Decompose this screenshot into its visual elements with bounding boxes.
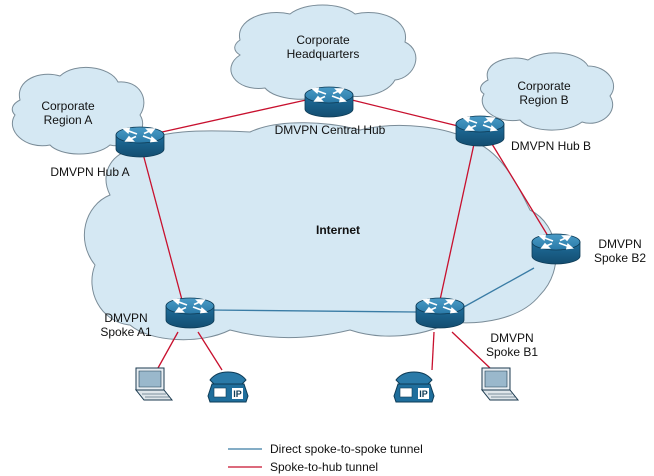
link-huba-spokea1 bbox=[141, 149, 183, 301]
link-central-hubb bbox=[351, 99, 459, 127]
label-spoke-b2-line1: DMVPN bbox=[598, 237, 641, 251]
link-huba-central bbox=[161, 99, 307, 133]
headquarters-cloud bbox=[230, 4, 417, 100]
link-spokea1-phone bbox=[197, 331, 223, 371]
phone-ip-badge: IP bbox=[419, 389, 428, 399]
label-region-b-line1: Corporate bbox=[517, 79, 571, 93]
router-spoke-a1 bbox=[165, 297, 215, 329]
label-spoke-b2-line2: Spoke B2 bbox=[594, 251, 646, 265]
router-spoke-b1 bbox=[415, 297, 465, 329]
label-headquarters-line2: Headquarters bbox=[287, 47, 360, 61]
router-central-hub bbox=[304, 86, 354, 118]
label-spoke-a1-line1: DMVPN bbox=[104, 311, 147, 325]
label-hub-b: DMVPN Hub B bbox=[511, 139, 591, 153]
label-central-hub: DMVPN Central Hub bbox=[275, 123, 386, 137]
laptop-icon bbox=[481, 367, 519, 401]
label-spoke-b1-line1: DMVPN bbox=[490, 331, 533, 345]
link-spokeb1-spokeb2 bbox=[461, 267, 535, 309]
link-spokeb1-phone bbox=[431, 331, 435, 371]
spoke-to-hub-tunnels bbox=[141, 99, 549, 371]
region-b-cloud bbox=[480, 52, 615, 131]
phone-ip-badge: IP bbox=[233, 389, 242, 399]
legend: Direct spoke-to-spoke tunnel Spoke-to-hu… bbox=[228, 442, 423, 474]
link-spokea1-laptop bbox=[157, 331, 179, 369]
router-hub-a bbox=[115, 126, 165, 158]
legend-label-spoke-to-hub: Spoke-to-hub tunnel bbox=[270, 460, 378, 474]
label-internet: Internet bbox=[316, 223, 360, 237]
laptop-icon bbox=[135, 367, 173, 401]
label-region-a-line2: Region A bbox=[44, 113, 93, 127]
label-spoke-a1-line2: Spoke A1 bbox=[100, 325, 152, 339]
link-hubb-spokeb1 bbox=[439, 143, 475, 301]
legend-label-spoke-to-spoke: Direct spoke-to-spoke tunnel bbox=[270, 442, 423, 456]
ip-phone-icon: IP bbox=[207, 371, 249, 403]
link-spokeb1-laptop bbox=[451, 331, 491, 369]
ip-phone-icon: IP bbox=[393, 371, 435, 403]
label-region-b-line2: Region B bbox=[519, 93, 568, 107]
label-headquarters-line1: Corporate bbox=[296, 33, 350, 47]
link-hubb-spokeb2 bbox=[491, 143, 549, 237]
label-hub-a: DMVPN Hub A bbox=[50, 165, 129, 179]
label-region-a-line1: Corporate bbox=[41, 99, 95, 113]
router-spoke-b2 bbox=[531, 233, 581, 265]
router-hub-b bbox=[455, 115, 505, 147]
link-spokea1-spokeb1 bbox=[207, 309, 417, 313]
spoke-to-spoke-tunnels bbox=[207, 267, 535, 313]
label-spoke-b1-line2: Spoke B1 bbox=[486, 345, 538, 359]
